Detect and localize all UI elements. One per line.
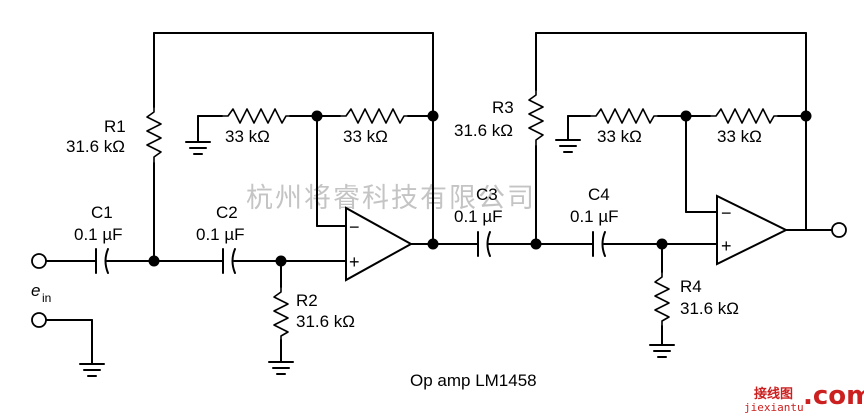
c2-label: C2 xyxy=(216,203,238,222)
r4-label: R4 xyxy=(680,277,702,296)
junction-dot xyxy=(800,110,812,122)
resistor-r4 xyxy=(654,271,670,327)
opamp-plus-sign: + xyxy=(349,252,360,272)
opamp-plus-sign: + xyxy=(721,236,732,256)
resistor-33k-stage2-right xyxy=(709,108,779,124)
junction-dot xyxy=(427,110,439,122)
r33k-stage1-right-value: 33 kΩ xyxy=(343,127,388,146)
opamp-stage1: − + xyxy=(345,206,414,282)
opamp-note: Op amp LM1458 xyxy=(410,371,537,390)
c1-label: C1 xyxy=(91,203,113,222)
opamp-stage2: − + xyxy=(716,194,789,266)
ground-icon xyxy=(555,139,581,153)
r1-value: 31.6 kΩ xyxy=(66,137,125,156)
logo-cn-text: 接线图 xyxy=(754,386,793,402)
logo-com-text: .com xyxy=(803,381,864,411)
input-label-e: e xyxy=(31,281,40,300)
junction-dot xyxy=(275,255,287,267)
r33k-stage2-right-value: 33 kΩ xyxy=(717,127,762,146)
capacitor-c1 xyxy=(95,248,109,274)
resistor-r1 xyxy=(146,106,162,164)
r1-label: R1 xyxy=(104,117,126,136)
logo-url-text: jiexiantu xyxy=(744,401,804,414)
resistor-r3 xyxy=(528,89,544,147)
site-logo: 接线图 .com jiexiantu xyxy=(744,381,864,414)
stage1-wiring xyxy=(45,32,479,365)
capacitor-c4 xyxy=(592,231,606,257)
c1-value: 0.1 µF xyxy=(74,225,123,244)
ground-icon xyxy=(185,141,211,155)
input-terminal xyxy=(31,253,47,269)
capacitor-c2 xyxy=(222,248,236,274)
junction-dot xyxy=(656,238,668,250)
junction-dot xyxy=(311,110,323,122)
ground-icon xyxy=(79,363,105,377)
c3-label: C3 xyxy=(476,185,498,204)
ground-icon xyxy=(649,344,675,358)
resistor-33k-stage2-left xyxy=(589,108,659,124)
output-terminal xyxy=(831,222,847,238)
junction-dot xyxy=(680,110,692,122)
junction-dot xyxy=(148,255,160,267)
c4-label: C4 xyxy=(588,185,610,204)
c3-value: 0.1 µF xyxy=(454,207,503,226)
r2-label: R2 xyxy=(296,291,318,310)
resistor-r2 xyxy=(273,286,289,341)
r3-value: 31.6 kΩ xyxy=(454,121,513,140)
junction-dot xyxy=(427,238,439,250)
resistor-33k-stage1-left xyxy=(221,108,291,124)
r4-value: 31.6 kΩ xyxy=(680,299,739,318)
r3-label: R3 xyxy=(492,98,514,117)
input-label-sub: in xyxy=(42,291,51,305)
c4-value: 0.1 µF xyxy=(570,207,619,226)
watermark-text: 杭州将睿科技有限公司 xyxy=(246,183,536,214)
r2-value: 31.6 kΩ xyxy=(296,312,355,331)
c2-value: 0.1 µF xyxy=(196,225,245,244)
opamp-minus-sign: − xyxy=(349,217,360,237)
r33k-stage2-left-value: 33 kΩ xyxy=(597,127,642,146)
resistor-33k-stage1-right xyxy=(339,108,409,124)
capacitor-c3 xyxy=(477,231,491,257)
ground-icon xyxy=(268,361,294,375)
opamp-minus-sign: − xyxy=(721,203,732,223)
input-ground-terminal xyxy=(31,312,47,328)
r33k-stage1-left-value: 33 kΩ xyxy=(225,127,270,146)
junction-dot xyxy=(530,238,542,250)
